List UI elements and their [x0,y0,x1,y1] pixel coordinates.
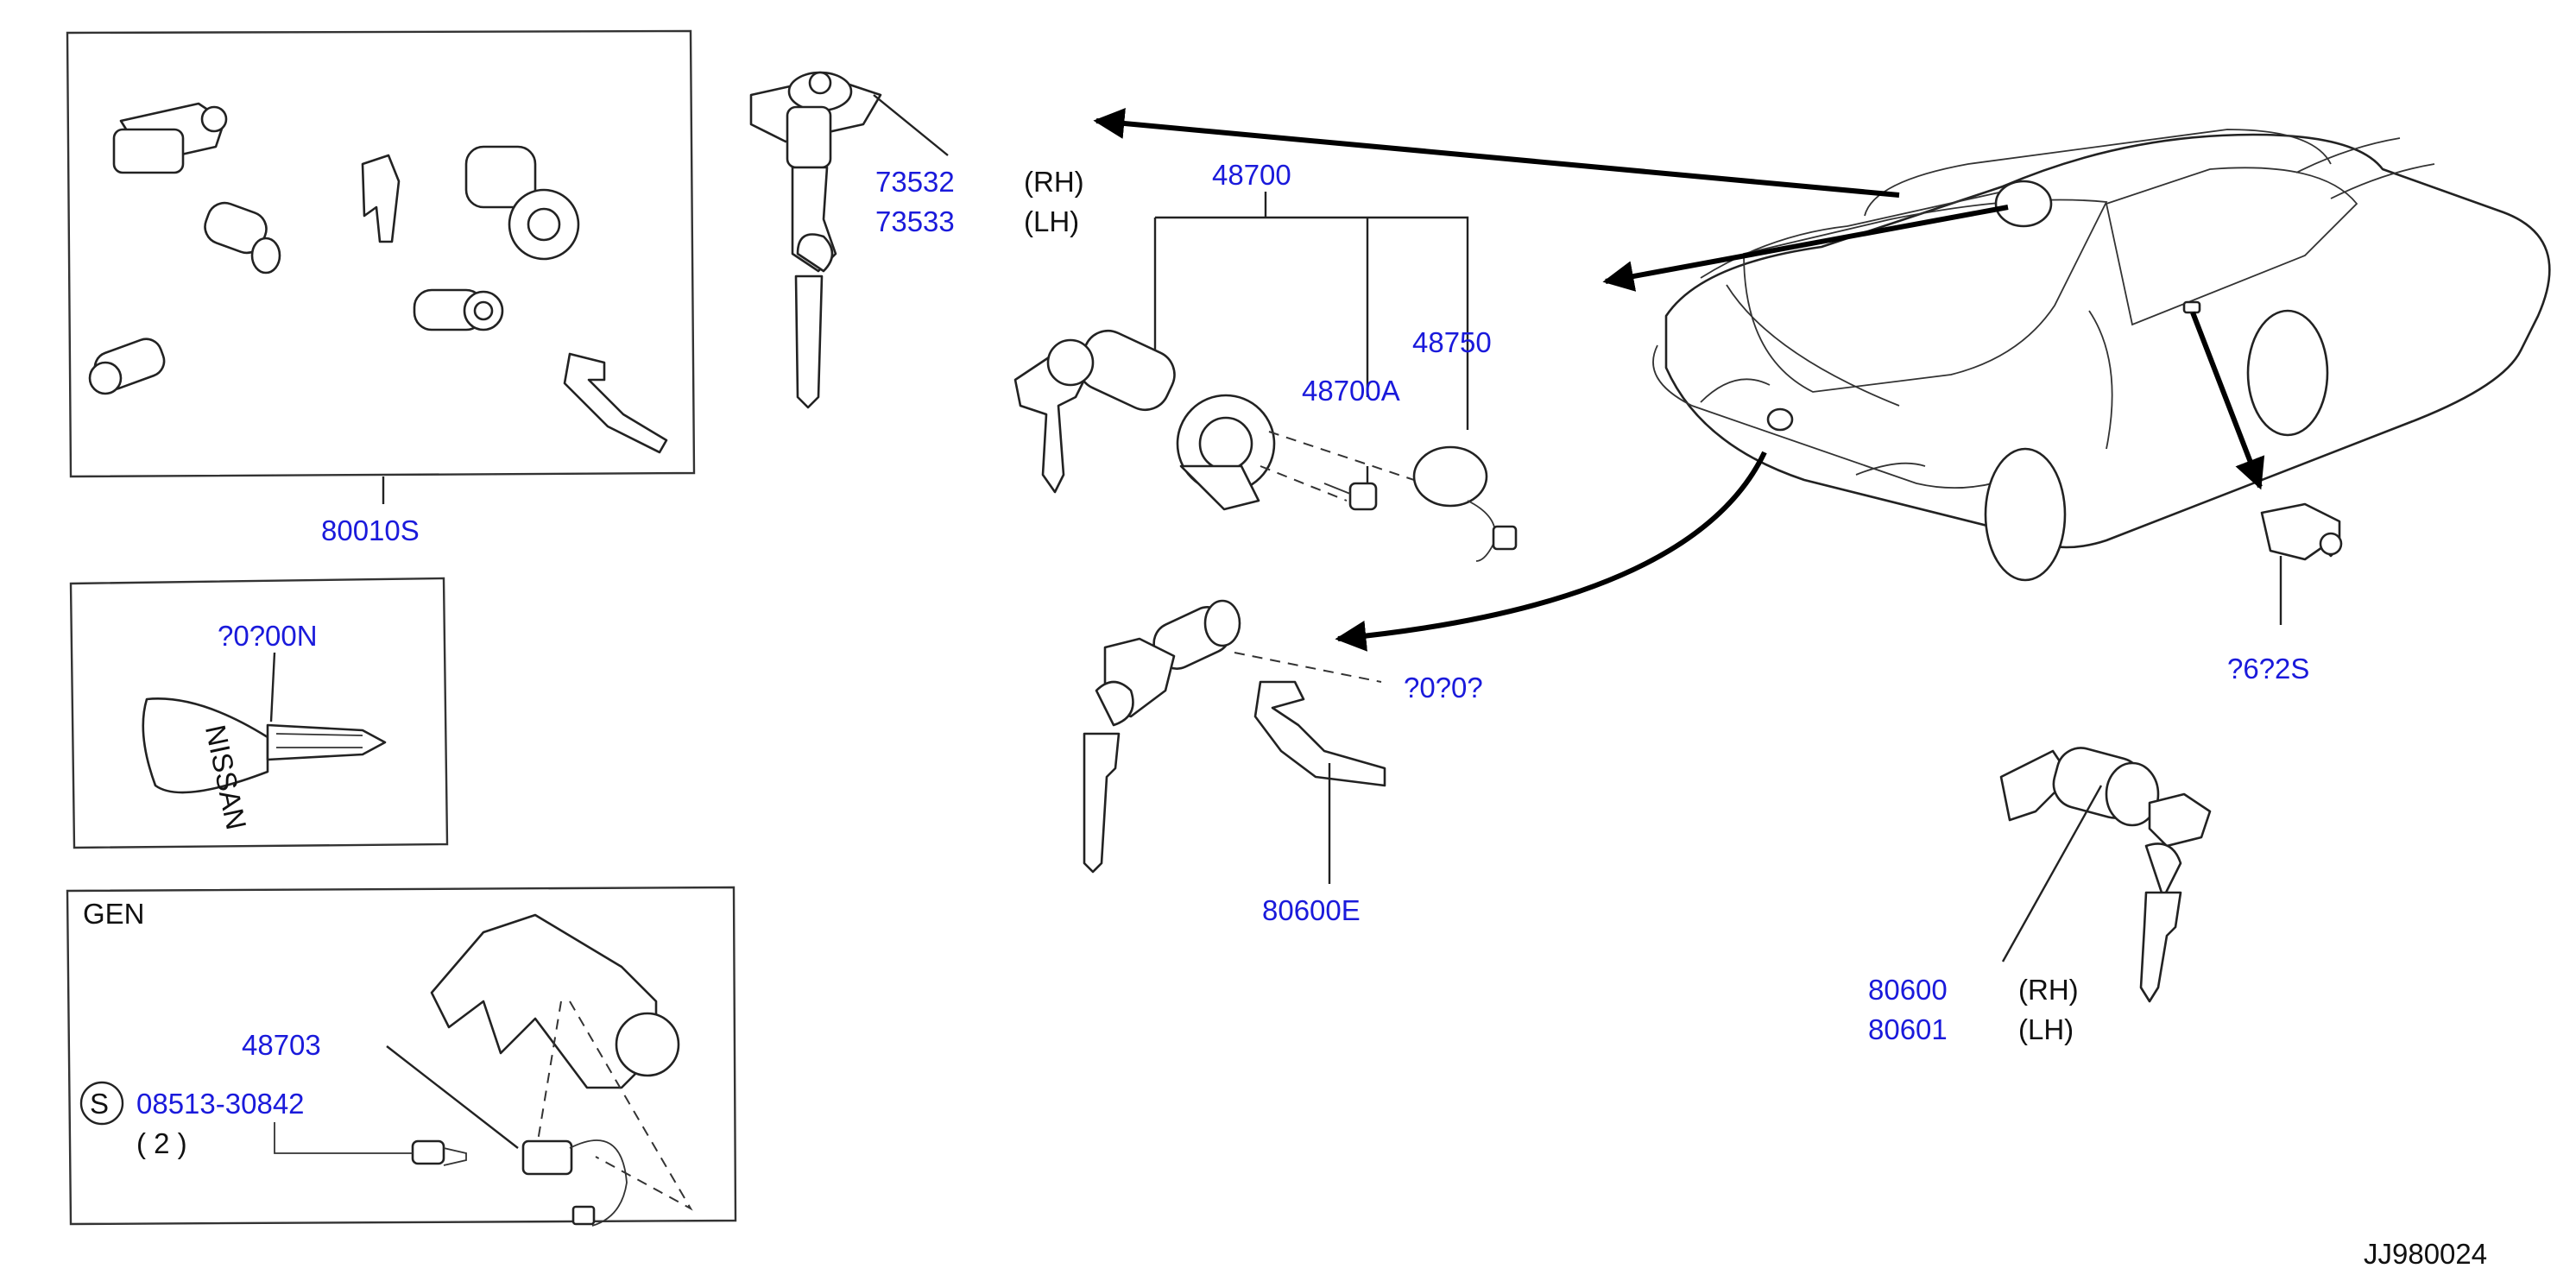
arrow-fuel-lid [2190,311,2265,490]
trunk-lock-group: ?0?0? 80600E [1083,599,1483,926]
ignition-group: 48700 48700A 48750 [1013,159,1518,562]
door-lock-lh-side: (LH) [2018,1013,2074,1045]
part-number-80601: 80601 [1868,1013,1948,1045]
arrow-trunk-lock [1335,451,1767,652]
trunk-cylinder-part [1083,599,1241,874]
key-blank-part: NISSAN [142,697,387,832]
part-number-fuel-lid: ?6?2S [2227,653,2309,685]
part-number-48750: 48750 [1412,326,1492,358]
lock-kit-box: 80010S [66,29,696,546]
part-number-48703: 48703 [242,1029,321,1061]
gen-screw-part [411,1139,467,1166]
kit-door-cylinder-part [413,288,504,331]
hood-lock-location [1994,180,2053,228]
fuel-lid-group: ?6?2S [2227,502,2343,685]
part-number-73532: 73532 [875,166,955,198]
trunk-lock-location [1766,407,1794,432]
part-number-80010s: 80010S [321,514,420,546]
ignition-switch-part [1412,445,1518,562]
part-number-80600e: 80600E [1262,894,1361,926]
arrow-hood-lock [1093,108,1900,198]
door-lock-cylinder-part [1999,747,2212,1003]
ignition-cylinder-part [1046,329,1276,511]
part-number-48700a: 48700A [1302,375,1400,407]
hood-lock-group: 73532 (RH) 73533 (LH) [749,71,1084,409]
door-lock-rh-side: (RH) [2018,974,2079,1006]
gen-box: GEN 48703 S 08513-30842 ( 2 ) [66,886,737,1227]
screw-number: 08513-30842 [136,1088,305,1120]
kit-retainer-part [563,352,668,454]
part-number-80600: 80600 [1868,974,1948,1006]
part-number-73533: 73533 [875,205,955,237]
diagram-code: JJ980024 [2364,1238,2487,1270]
part-number-48700: 48700 [1212,159,1291,191]
kit-small-cylinder-part [204,201,281,274]
trunk-retainer-part [1253,680,1386,787]
gen-ignition-bracket-part [430,913,680,1089]
screw-symbol: S [90,1088,109,1120]
hood-lock-lh-side: (LH) [1024,205,1079,237]
part-number-key: ?0?00N [218,620,318,652]
car-illustration [1652,129,2551,582]
kit-hood-lock-part [112,102,228,174]
door-lock-group: 80600 (RH) 80601 (LH) [1868,747,2212,1045]
kit-ignition-part [464,145,580,261]
gen-title: GEN [83,898,145,930]
part-number-trunk-cylinder: ?0?0? [1404,672,1483,704]
kit-key-part [361,154,401,243]
fuel-lid-lock-part [2260,502,2343,561]
ignition-screw-part [1323,466,1378,511]
gen-switch-part [521,1139,628,1227]
hood-lock-part [749,71,882,409]
hood-lock-rh-side: (RH) [1024,166,1084,198]
arrow-ignition [1602,205,2009,292]
screw-quantity: ( 2 ) [136,1127,187,1159]
kit-trunk-cylinder-part [88,338,166,395]
key-box: NISSAN ?0?00N [69,577,449,849]
door-handle-location [2182,300,2201,314]
